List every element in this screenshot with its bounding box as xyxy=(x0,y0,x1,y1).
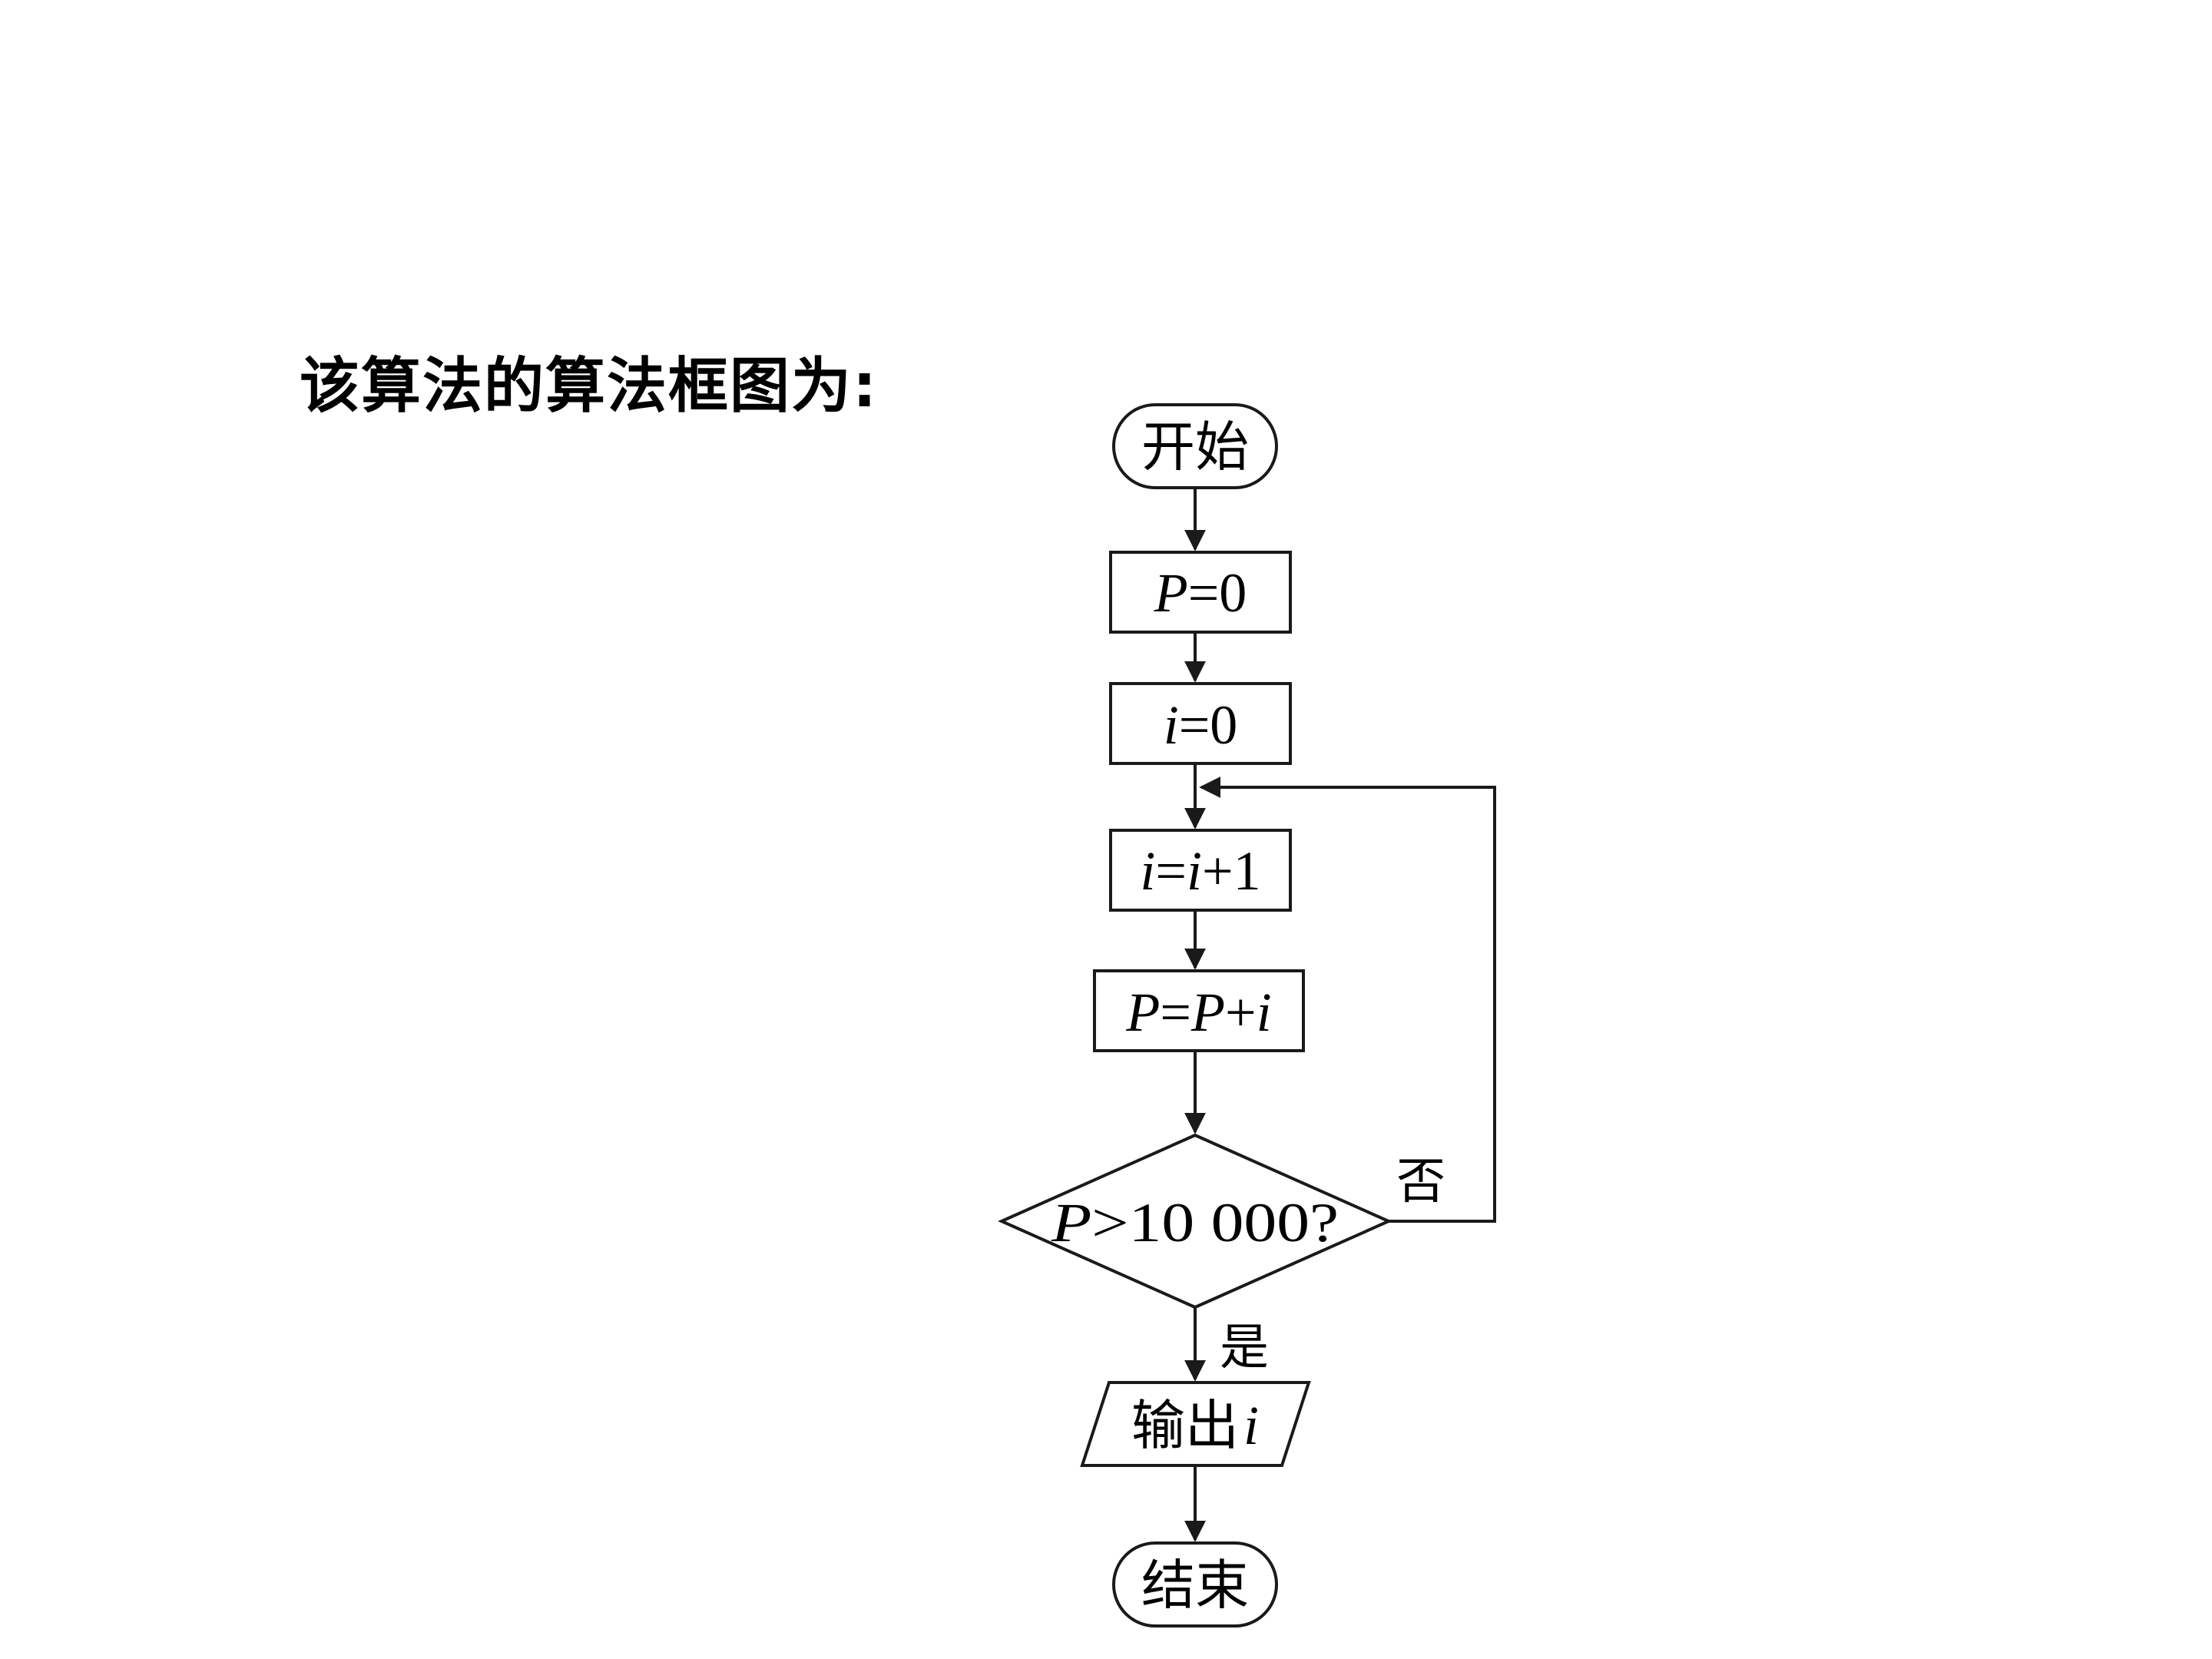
process-increment-i-text: i=i+1 xyxy=(1140,840,1260,902)
no-branch-label: 否 xyxy=(1396,1154,1445,1210)
process-init-p-text: P=0 xyxy=(1154,562,1247,624)
intro-text: 该算法的算法框图为: xyxy=(300,352,879,421)
yes-branch-label: 是 xyxy=(1220,1320,1269,1376)
end-label: 结束 xyxy=(1141,1554,1249,1617)
output-parallelogram xyxy=(1080,1381,1311,1467)
decision-condition-text: P>10 000? xyxy=(1051,1192,1339,1253)
process-accumulate-p xyxy=(1093,969,1305,1052)
process-init-i-text: i=0 xyxy=(1164,694,1238,756)
process-init-p xyxy=(1109,551,1292,634)
end-terminator xyxy=(1112,1541,1278,1628)
process-accumulate-p-text: P=P+i xyxy=(1125,982,1271,1043)
process-increment-i xyxy=(1109,829,1292,912)
output-text: 输出i xyxy=(1131,1394,1259,1457)
loop-back-arrow xyxy=(1199,777,1496,1223)
start-label: 开始 xyxy=(1141,416,1249,478)
process-init-i xyxy=(1109,682,1292,765)
